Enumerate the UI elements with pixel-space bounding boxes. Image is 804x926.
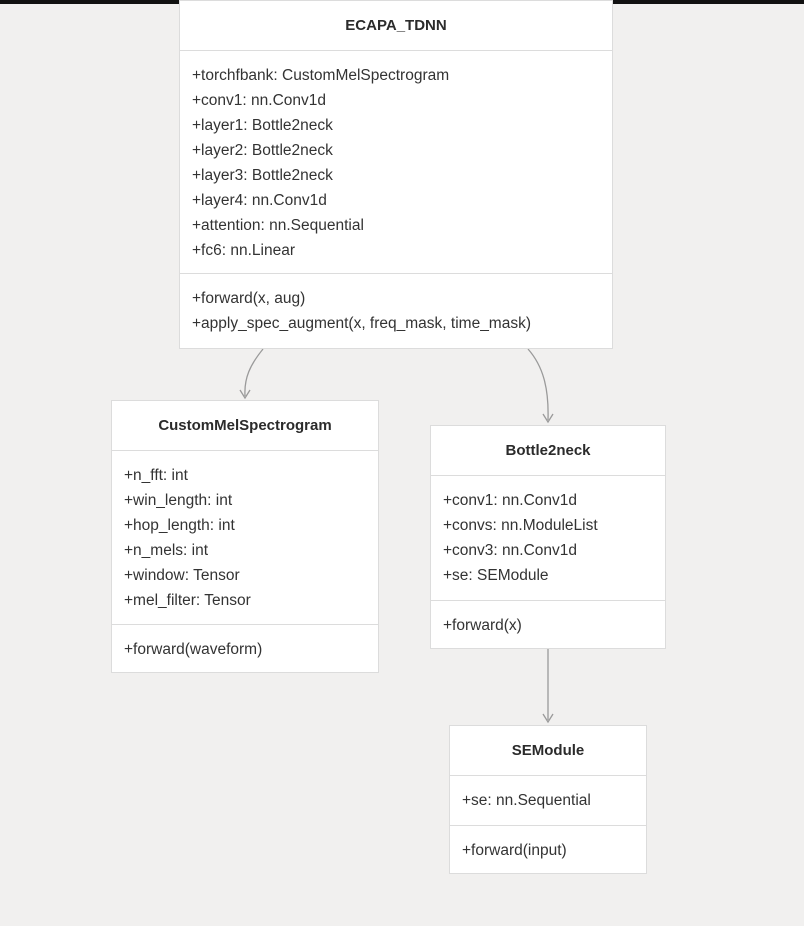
attribute-row: +se: SEModule xyxy=(443,567,549,584)
class-title: CustomMelSpectrogram xyxy=(112,401,378,451)
attribute-row: +conv1: nn.Conv1d xyxy=(443,492,577,509)
attribute-row: +se: nn.Sequential xyxy=(462,792,591,809)
method-row: +apply_spec_augment(x, freq_mask, time_m… xyxy=(192,315,532,332)
edge-ecapa-to-bottle xyxy=(527,348,549,421)
attributes-section: +n_fft: int +win_length: int +hop_length: … xyxy=(112,451,378,625)
attribute-row: +attention: nn.Sequential xyxy=(192,217,364,234)
attribute-row: +mel_filter: Tensor xyxy=(124,592,251,609)
attribute-row: +layer4: nn.Conv1d xyxy=(192,192,327,209)
attribute-row: +layer1: Bottle2neck xyxy=(192,117,333,134)
class-title: SEModule xyxy=(450,726,646,776)
class-title: ECAPA_TDNN xyxy=(180,1,612,51)
class-custom-mel-spectrogram[interactable]: CustomMelSpectrogram +n_fft: int +win_len… xyxy=(111,400,379,673)
method-row: +forward(x, aug) xyxy=(192,290,306,307)
attribute-row: +n_fft: int xyxy=(124,467,188,484)
attribute-row: +hop_length: int xyxy=(124,517,235,534)
methods-section: +forward(x, aug) +apply_spec_augment(x, f… xyxy=(180,274,612,344)
attribute-row: +convs: nn.ModuleList xyxy=(443,517,598,534)
edge-ecapa-to-mel xyxy=(244,348,264,397)
attribute-row: +win_length: int xyxy=(124,492,233,509)
arrowhead-mel xyxy=(239,389,251,400)
arrowhead-bottle xyxy=(542,413,554,424)
attribute-row: +conv1: nn.Conv1d xyxy=(192,92,326,109)
class-ecapa-tdnn[interactable]: ECAPA_TDNN +torchfbank: CustomMelSpectro… xyxy=(179,0,613,349)
class-title: Bottle2neck xyxy=(431,426,665,476)
class-semodule[interactable]: SEModule +se: nn.Sequential +forward(inp… xyxy=(449,725,647,874)
arrowhead-se xyxy=(542,713,554,724)
attributes-section: +se: nn.Sequential xyxy=(450,776,646,826)
attribute-row: +conv3: nn.Conv1d xyxy=(443,542,577,559)
attributes-section: +conv1: nn.Conv1d +convs: nn.ModuleList +c… xyxy=(431,476,665,601)
methods-section: +forward(waveform) xyxy=(112,625,378,670)
attribute-row: +layer2: Bottle2neck xyxy=(192,142,333,159)
attribute-row: +fc6: nn.Linear xyxy=(192,242,295,259)
attribute-row: +layer3: Bottle2neck xyxy=(192,167,333,184)
attribute-row: +window: Tensor xyxy=(124,567,240,584)
method-row: +forward(waveform) xyxy=(124,641,263,658)
method-row: +forward(x) xyxy=(443,617,522,634)
attributes-section: +torchfbank: CustomMelSpectrogram +conv1:… xyxy=(180,51,612,274)
attribute-row: +torchfbank: CustomMelSpectrogram xyxy=(192,67,450,84)
methods-section: +forward(x) xyxy=(431,601,665,646)
methods-section: +forward(input) xyxy=(450,826,646,871)
attribute-row: +n_mels: int xyxy=(124,542,209,559)
method-row: +forward(input) xyxy=(462,842,567,859)
class-bottle2neck[interactable]: Bottle2neck +conv1: nn.Conv1d +convs: nn.… xyxy=(430,425,666,649)
